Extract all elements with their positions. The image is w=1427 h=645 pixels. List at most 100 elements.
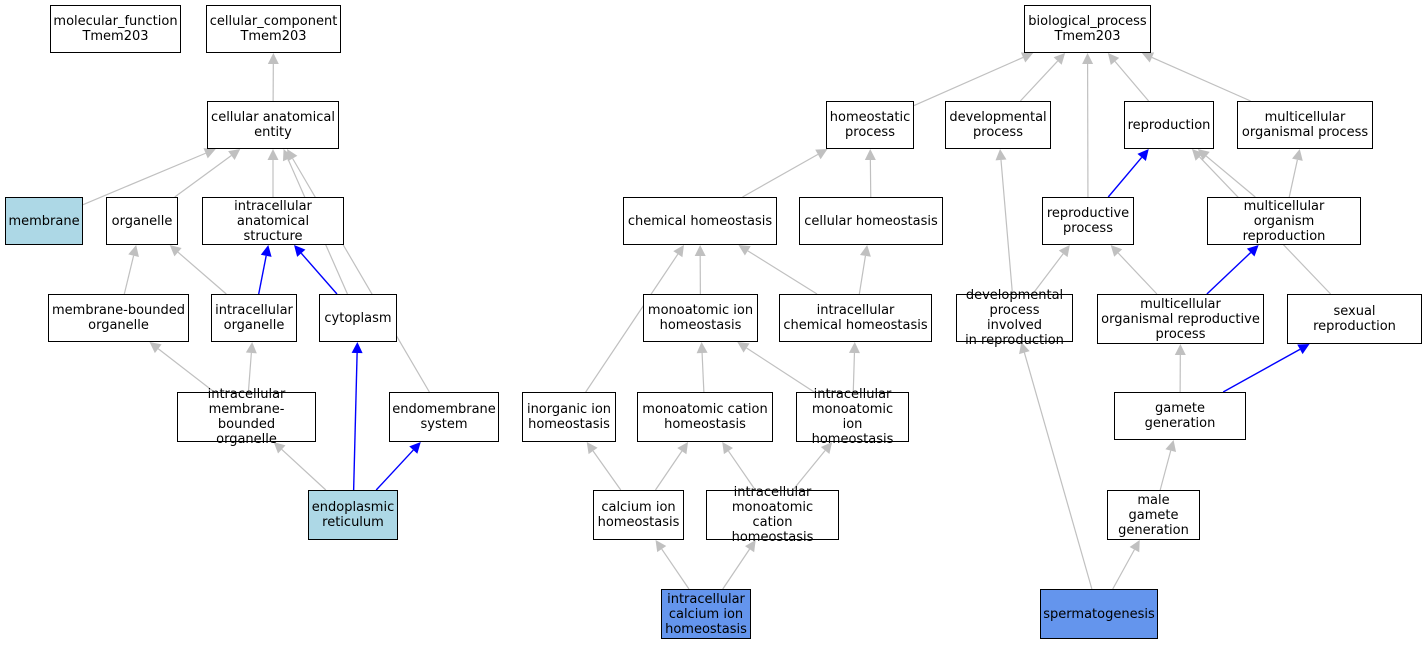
- arrowhead-intracellular_calcium_ion_homeostasis-to-calcium_ion_homeostasis: [655, 540, 667, 553]
- node-cellular-homeostasis[interactable]: cellular homeostasis: [799, 197, 943, 245]
- edge-intracellular_organelle-to-organelle: [177, 251, 227, 295]
- node-monoatomic-ion-homeostasis[interactable]: monoatomic ion homeostasis: [643, 294, 758, 342]
- arrowhead-multicellular_organism_reproduction-to-multicellular_organismal_process: [1292, 149, 1303, 161]
- node-male-gamete-generation[interactable]: male gamete generation: [1107, 490, 1200, 540]
- node-developmental-process[interactable]: developmental process: [945, 101, 1051, 149]
- node-intracellular-calcium-ion-homeostasis[interactable]: intracellular calcium ion homeostasis: [661, 589, 751, 639]
- arrowhead-developmental_process_involved_in_reproduction-to-developmental_process: [995, 149, 1007, 161]
- node-monoatomic-cation-homeostasis[interactable]: monoatomic cation homeostasis: [637, 392, 773, 442]
- arrowhead-intracellular_monoatomic_cation_homeostasis-to-intracellular_monoatomic_ion_homeostasis: [820, 442, 833, 454]
- arrowhead-spermatogenesis-to-developmental_process_involved_in_reproduction: [1019, 342, 1030, 355]
- node-intracellular-monoatomic-cation-homeostasis[interactable]: intracellular monoatomic cation homeosta…: [706, 485, 839, 545]
- edge-membrane-to-cellular_anatomical_entity: [82, 152, 206, 206]
- arrowhead-multicellular_organismal_reproductive_process-to-multicellular_organism_reproduction: [1246, 245, 1259, 257]
- node-cellular-component[interactable]: cellular_component Tmem203: [206, 5, 341, 53]
- edge-intracellular_membrane_bounded_organelle-to-membrane_bounded_organelle: [157, 348, 215, 393]
- arrowhead-reproduction-to-biological_process: [1107, 53, 1120, 65]
- node-cytoplasm[interactable]: cytoplasm: [319, 294, 397, 342]
- node-calcium-ion-homeostasis[interactable]: calcium ion homeostasis: [593, 490, 684, 540]
- arrowhead-intracellular_membrane_bounded_organelle-to-membrane_bounded_organelle: [149, 342, 162, 354]
- edge-multicellular_organism_reproduction-to-reproduction: [1205, 155, 1256, 198]
- arrowhead-endomembrane_system-to-cellular_anatomical_entity: [287, 149, 298, 162]
- arrowhead-developmental_process_involved_in_reproduction-to-reproductive_process: [1058, 245, 1070, 258]
- edge-chemical_homeostasis-to-homeostatic_process: [742, 153, 819, 198]
- edge-multicellular_organismal_process-to-biological_process: [1151, 56, 1251, 102]
- arrowhead-spermatogenesis-to-male_gamete_generation: [1129, 540, 1140, 553]
- edge-developmental_process-to-biological_process: [1019, 60, 1059, 102]
- node-membrane-bounded-organelle[interactable]: membrane-bounded organelle: [48, 294, 189, 342]
- arrowhead-developmental_process-to-biological_process: [1053, 53, 1066, 65]
- arrowhead-calcium_ion_homeostasis-to-monoatomic_cation_homeostasis: [677, 442, 689, 455]
- edge-intracellular_monoatomic_cation_homeostasis-to-intracellular_monoatomic_ion_homeostasis: [792, 450, 826, 491]
- arrowhead-intracellular_chemical_homeostasis-to-chemical_homeostasis: [738, 245, 751, 256]
- node-intracellular-anatomical-structure[interactable]: intracellular anatomical structure: [202, 197, 344, 245]
- edge-calcium_ion_homeostasis-to-monoatomic_cation_homeostasis: [654, 450, 683, 491]
- edge-calcium_ion_homeostasis-to-inorganic_ion_homeostasis: [592, 450, 622, 491]
- node-reproduction[interactable]: reproduction: [1124, 101, 1214, 149]
- arrowhead-membrane-to-cellular_anatomical_entity: [203, 148, 216, 159]
- node-molecular-function[interactable]: molecular_function Tmem203: [50, 5, 181, 53]
- edge-developmental_process_involved_in_reproduction-to-reproductive_process: [1032, 253, 1064, 295]
- arrowhead-cellular_homeostasis-to-homeostatic_process: [864, 149, 876, 161]
- edge-intracellular_calcium_ion_homeostasis-to-intracellular_monoatomic_cation_homeostasis: [722, 548, 751, 590]
- edge-multicellular_organism_reproduction-to-multicellular_organismal_process: [1288, 159, 1298, 198]
- node-endoplasmic-reticulum[interactable]: endoplasmic reticulum: [308, 490, 398, 540]
- arrowhead-inorganic_ion_homeostasis-to-chemical_homeostasis: [673, 245, 684, 258]
- node-developmental-process-involved-in-reproduction[interactable]: developmental process involved in reprod…: [956, 288, 1073, 348]
- edge-reproductive_process-to-reproduction: [1107, 156, 1143, 198]
- node-biological-process[interactable]: biological_process Tmem203: [1024, 5, 1151, 53]
- edge-gamete_generation-to-sexual_reproduction: [1222, 348, 1301, 393]
- arrowhead-intracellular_monoatomic_ion_homeostasis-to-monoatomic_ion_homeostasis: [737, 342, 750, 353]
- edge-endoplasmic_reticulum-to-endomembrane_system: [375, 449, 414, 491]
- node-multicellular-organismal-process[interactable]: multicellular organismal process: [1237, 101, 1373, 149]
- node-organelle[interactable]: organelle: [106, 197, 178, 245]
- arrowhead-monoatomic_ion_homeostasis-to-chemical_homeostasis: [694, 245, 706, 257]
- node-intracellular-membrane-bounded-organelle[interactable]: intracellular membrane-bounded organelle: [177, 387, 316, 447]
- arrowhead-intracellular_monoatomic_ion_homeostasis-to-intracellular_chemical_homeostasis: [848, 342, 860, 354]
- arrowhead-cellular_anatomical_entity-to-cellular_component: [267, 53, 279, 65]
- edge-multicellular_organismal_reproductive_process-to-multicellular_organism_reproduction: [1206, 252, 1252, 295]
- arrowhead-intracellular_organelle-to-organelle: [169, 245, 182, 257]
- node-homeostatic-process[interactable]: homeostatic process: [826, 101, 914, 149]
- edge-intracellular_chemical_homeostasis-to-cellular_homeostasis: [858, 255, 867, 295]
- node-cellular-anatomical-entity[interactable]: cellular anatomical entity: [207, 101, 339, 149]
- edge-cytoplasm-to-intracellular_anatomical_structure: [300, 252, 338, 295]
- node-multicellular-organism-reproduction[interactable]: multicellular organism reproduction: [1207, 197, 1361, 245]
- node-intracellular-chemical-homeostasis[interactable]: intracellular chemical homeostasis: [779, 294, 932, 342]
- node-intracellular-organelle[interactable]: intracellular organelle: [211, 294, 297, 342]
- arrowhead-homeostatic_process-to-biological_process: [1020, 52, 1034, 63]
- arrowhead-multicellular_organismal_reproductive_process-to-reproductive_process: [1110, 245, 1123, 257]
- node-intracellular-monoatomic-ion-homeostasis[interactable]: intracellular monoatomic ion homeostasis: [796, 387, 909, 447]
- node-membrane[interactable]: membrane: [5, 197, 83, 245]
- edge-endoplasmic_reticulum-to-intracellular_membrane_bounded_organelle: [281, 449, 327, 491]
- arrowhead-multicellular_organism_reproduction-to-reproduction: [1197, 149, 1210, 161]
- arrowhead-cytoplasm-to-intracellular_anatomical_structure: [294, 245, 306, 257]
- arrowhead-reproductive_process-to-biological_process: [1082, 53, 1094, 65]
- arrowhead-endoplasmic_reticulum-to-cytoplasm: [351, 342, 363, 354]
- edge-endoplasmic_reticulum-to-cytoplasm: [352, 352, 358, 491]
- arrowhead-gamete_generation-to-sexual_reproduction: [1297, 344, 1310, 355]
- arrowhead-organelle-to-cellular_anatomical_entity: [228, 149, 241, 160]
- node-gamete-generation[interactable]: gamete generation: [1114, 392, 1246, 440]
- arrowhead-intracellular_anatomical_structure-to-cellular_anatomical_entity: [267, 149, 279, 160]
- arrowhead-intracellular_monoatomic_cation_homeostasis-to-monoatomic_cation_homeostasis: [722, 442, 733, 455]
- arrowhead-chemical_homeostasis-to-homeostatic_process: [815, 149, 828, 160]
- edge-homeostatic_process-to-biological_process: [913, 56, 1024, 107]
- edge-intracellular_calcium_ion_homeostasis-to-calcium_ion_homeostasis: [661, 548, 690, 590]
- edge-reproduction-to-biological_process: [1114, 60, 1150, 102]
- node-chemical-homeostasis[interactable]: chemical homeostasis: [623, 197, 777, 245]
- arrowhead-intracellular_calcium_ion_homeostasis-to-intracellular_monoatomic_cation_homeostasis: [745, 540, 756, 553]
- arrowhead-monoatomic_cation_homeostasis-to-monoatomic_ion_homeostasis: [696, 342, 708, 354]
- edge-spermatogenesis-to-developmental_process_involved_in_reproduction: [1023, 352, 1093, 590]
- edge-developmental_process_involved_in_reproduction-to-developmental_process: [1000, 159, 1014, 295]
- node-multicellular-organismal-reproductive-process[interactable]: multicellular organismal reproductive pr…: [1097, 294, 1264, 344]
- node-endomembrane-system[interactable]: endomembrane system: [389, 392, 499, 442]
- arrowhead-intracellular_membrane_bounded_organelle-to-intracellular_organelle: [245, 342, 257, 354]
- node-spermatogenesis[interactable]: spermatogenesis: [1040, 589, 1158, 639]
- edge-organelle-to-cellular_anatomical_entity: [174, 155, 232, 198]
- node-inorganic-ion-homeostasis[interactable]: inorganic ion homeostasis: [522, 392, 616, 442]
- node-reproductive-process[interactable]: reproductive process: [1042, 197, 1134, 245]
- node-sexual-reproduction[interactable]: sexual reproduction: [1287, 294, 1422, 344]
- arrowhead-endoplasmic_reticulum-to-intracellular_membrane_bounded_organelle: [273, 442, 286, 454]
